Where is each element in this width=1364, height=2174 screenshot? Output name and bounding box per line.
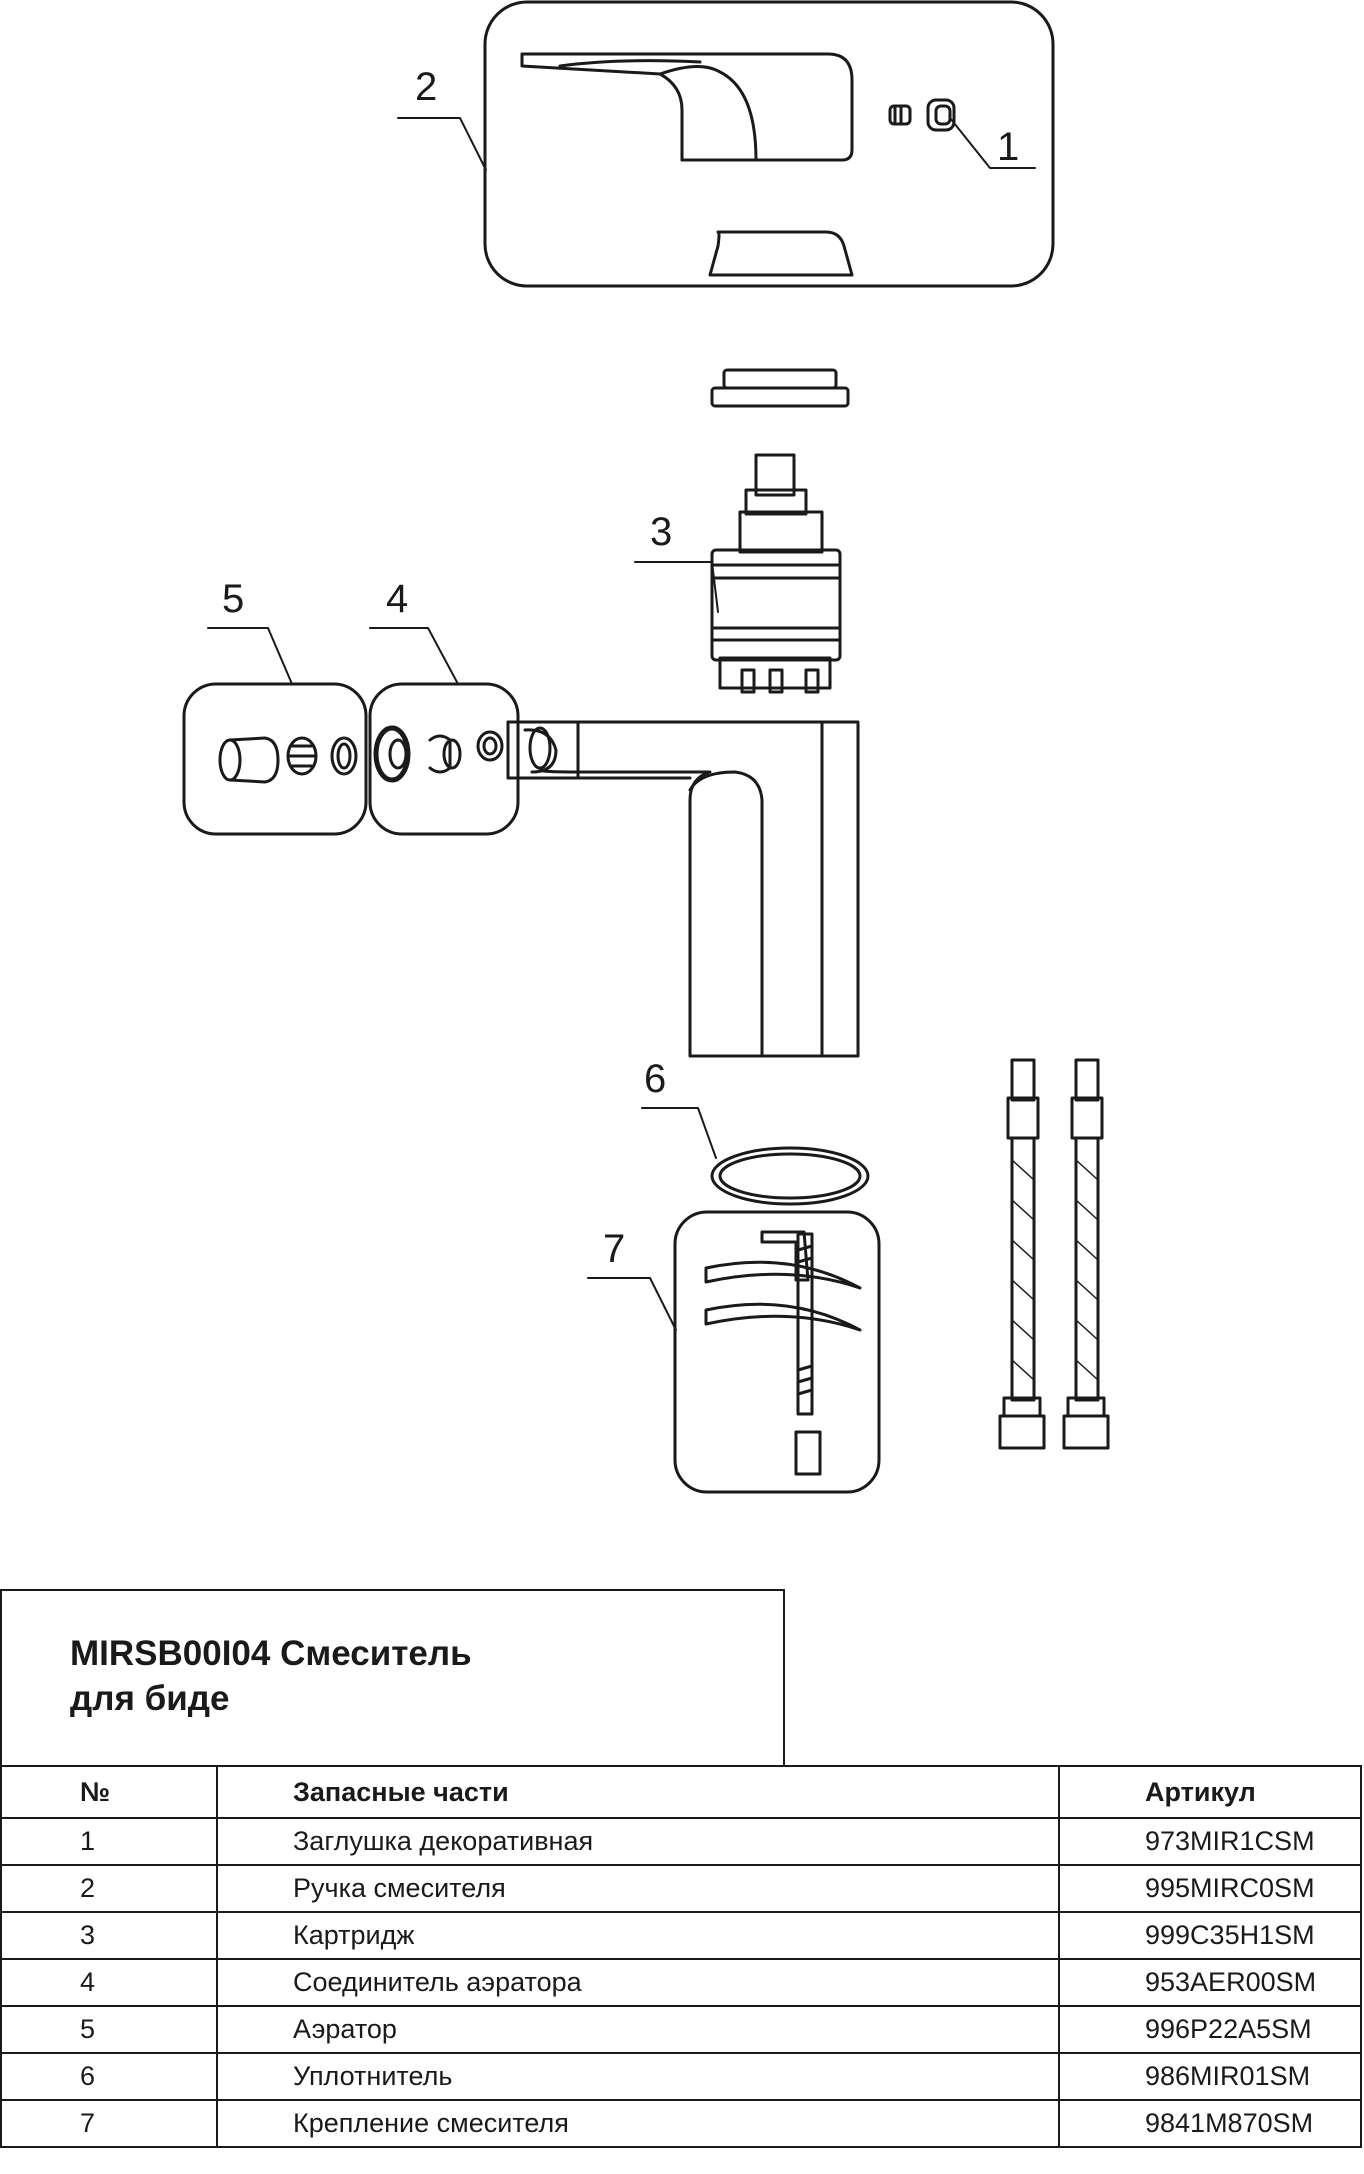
cell-name: Картридж: [216, 1911, 1060, 1960]
cell-article: 995MIRC0SM: [1058, 1864, 1362, 1913]
aerator-connector-group: 4: [368, 577, 520, 836]
cell-name: Аэратор: [216, 2005, 1060, 2054]
cell-no: 4: [0, 1958, 218, 2007]
document-title: MIRSB00I04 Смеситель для биде: [70, 1631, 472, 1721]
mixer-body: [506, 720, 860, 1058]
callout-3: 3: [650, 510, 672, 554]
cell-no: 2: [0, 1864, 218, 1913]
hose-right: [1062, 1058, 1110, 1450]
title-box: MIRSB00I04 Смеситель для биде: [0, 1589, 785, 1765]
cell-no: 3: [0, 1911, 218, 1960]
callout-6: 6: [644, 1057, 666, 1101]
cartridge-nut: [710, 368, 850, 408]
plug-part: [888, 104, 912, 126]
callout-2: 2: [415, 65, 437, 109]
cell-article: 953AER00SM: [1058, 1958, 1362, 2007]
cell-name: Крепление смесителя: [216, 2099, 1060, 2148]
aerator-group: 5: [182, 577, 368, 836]
callout-5: 5: [222, 577, 244, 621]
seal-part: 6: [641, 1057, 870, 1206]
table-header-row: № Запасные части Артикул: [0, 1765, 1362, 1819]
title-line-1: MIRSB00I04 Смеситель: [70, 1634, 472, 1673]
cell-article: 9841M870SM: [1058, 2099, 1362, 2148]
cell-no: 1: [0, 1817, 218, 1866]
mounting-group: 7: [587, 1210, 881, 1494]
cell-no: 7: [0, 2099, 218, 2148]
cell-name: Заглушка декоративная: [216, 1817, 1060, 1866]
cell-name: Уплотнитель: [216, 2052, 1060, 2101]
header-article: Артикул: [1058, 1765, 1362, 1819]
cell-article: 996P22A5SM: [1058, 2005, 1362, 2054]
cell-article: 986MIR01SM: [1058, 2052, 1362, 2101]
callout-4: 4: [386, 577, 408, 621]
handle-frame: [483, 0, 1055, 288]
title-line-2: для биде: [70, 1679, 230, 1718]
hose-left: [998, 1058, 1046, 1450]
exploded-diagram: 2 1 3 5: [182, 0, 1110, 1494]
cell-article: 973MIR1CSM: [1058, 1817, 1362, 1866]
cell-no: 6: [0, 2052, 218, 2101]
cell-no: 5: [0, 2005, 218, 2054]
cartridge-part: 3: [634, 453, 842, 694]
handle-base-part: [708, 230, 854, 277]
callout-1: 1: [997, 125, 1019, 169]
cell-name: Ручка смесителя: [216, 1864, 1060, 1913]
flex-hoses: [998, 1058, 1110, 1450]
header-no: №: [0, 1765, 218, 1819]
header-name: Запасные части: [216, 1765, 1060, 1819]
callout-7: 7: [603, 1227, 625, 1271]
handle-part: [520, 52, 854, 162]
handle-group: 2 1: [397, 0, 1055, 288]
cell-article: 999C35H1SM: [1058, 1911, 1362, 1960]
cell-name: Соединитель аэратора: [216, 1958, 1060, 2007]
